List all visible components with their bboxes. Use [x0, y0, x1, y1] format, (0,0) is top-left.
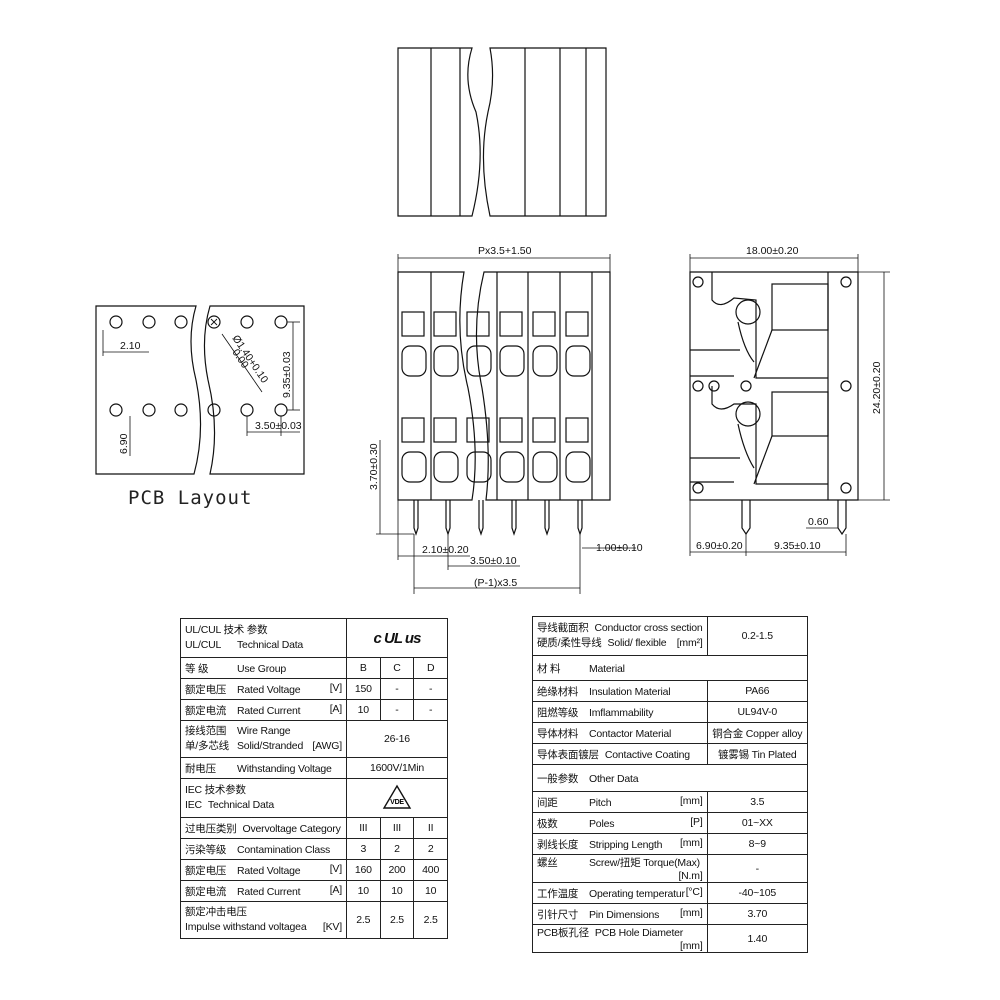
front-view — [376, 254, 636, 594]
dim-side-width: 18.00±0.20 — [746, 245, 799, 257]
use-group-d: D — [413, 657, 448, 679]
impulse-row: 额定冲击电压 Impulse withstand voltagea[KV] 2.… — [180, 901, 448, 939]
use-group-c: C — [379, 657, 415, 679]
dim-side-pin: 0.60 — [808, 516, 829, 528]
wire-range-value: 26-16 — [345, 720, 449, 758]
ul-logo: c UL us — [373, 629, 422, 647]
dim-pcb-pitch: 3.50±0.03 — [255, 420, 302, 432]
side-view — [689, 254, 890, 556]
withstand-value: 1600V/1Min — [345, 757, 449, 779]
dim-side-height: 24.20±0.20 — [871, 361, 883, 414]
dim-pcb-row-pitch: 9.35±0.03 — [281, 351, 293, 398]
vde-logo-cell: VDE — [345, 778, 449, 818]
dim-side-left: 6.90±0.20 — [696, 540, 743, 552]
dim-pin-height: 3.70±0.30 — [368, 443, 380, 490]
iec-header-zh: IEC 技术参数 — [185, 784, 246, 796]
ul-iec-spec-table: UL/CUL 技术 参数 UL/CUL Technical Data c UL u… — [180, 618, 449, 939]
ul-header-en: Technical Data — [237, 639, 304, 651]
use-group-zh: 等 级 — [185, 662, 209, 675]
dim-pcb-row: 6.90 — [118, 433, 130, 454]
use-group-en: Use Group — [237, 662, 286, 675]
technical-drawing: Px3.5+1.50 18.00±0.20 24.20±0.20 3.70±0.… — [95, 47, 890, 594]
ul-header-zh: UL/CUL 技术 参数 — [185, 624, 268, 636]
use-group-b: B — [345, 657, 381, 679]
dim-pcb-offset: 2.10 — [120, 340, 141, 352]
dim-pitch-front: 3.50±0.10 — [470, 555, 517, 567]
top-view — [397, 47, 607, 217]
ul-header-prefix: UL/CUL — [185, 639, 222, 651]
conductor-value: 0.2-1.5 — [706, 616, 809, 656]
pcb-layout-caption: PCB Layout — [128, 487, 252, 509]
dim-pitch-total: (P-1)x3.5 — [474, 577, 517, 589]
svg-text:VDE: VDE — [390, 799, 404, 806]
dim-side-right: 9.35±0.10 — [774, 540, 821, 552]
ul-header-cell: UL/CUL 技术 参数 UL/CUL Technical Data — [180, 618, 347, 658]
ul-logo-cell: c UL us — [345, 618, 449, 658]
vde-triangle-icon: VDE — [382, 784, 412, 809]
dim-top-width: Px3.5+1.50 — [478, 245, 532, 257]
dim-pin-offset: 2.10±0.20 — [422, 544, 469, 556]
pcb-layout — [95, 305, 305, 475]
dim-pin-thick: 1.00±0.10 — [596, 542, 643, 554]
